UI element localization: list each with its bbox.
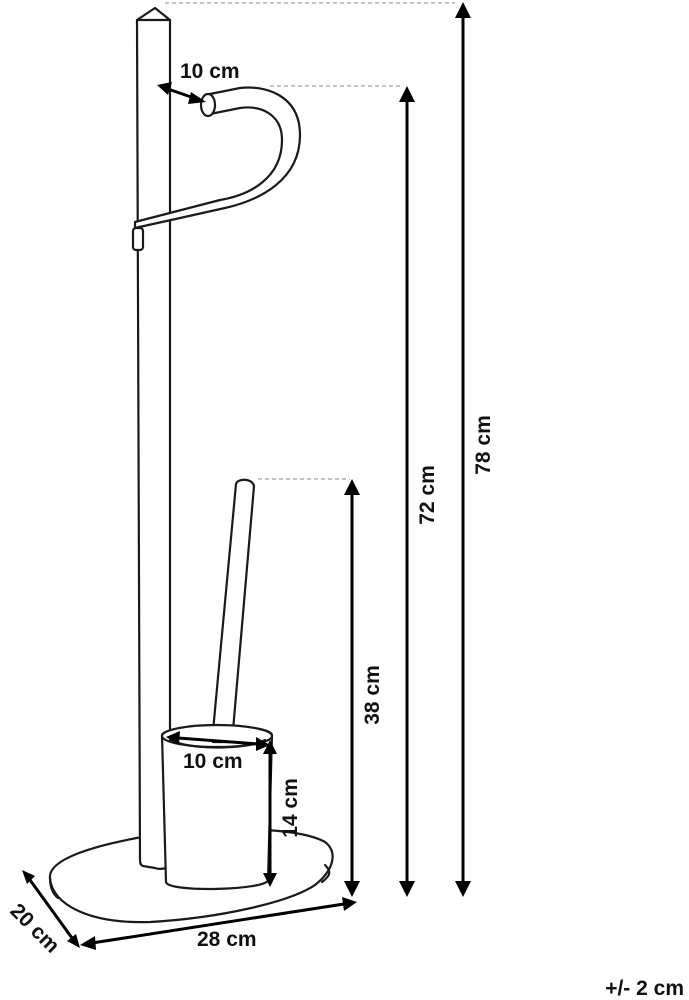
dimension-arrow-cup-10cm	[166, 731, 270, 751]
dimension-arrow-38cm	[344, 479, 360, 897]
label-tolerance: +/- 2 cm	[605, 977, 684, 1000]
brush-handle	[210, 478, 256, 744]
base-plate-edge	[48, 876, 60, 900]
base-plate-edge-right	[320, 863, 331, 884]
arm-end-cap	[199, 92, 217, 118]
label-cup-height: 14 cm	[279, 778, 302, 838]
dimension-arrow-72cm	[399, 86, 415, 897]
label-holder-height: 72 cm	[416, 465, 439, 525]
dimension-arrow-20cm	[22, 870, 80, 948]
label-base-depth: 20 cm	[5, 899, 63, 957]
leader-lines	[165, 2, 455, 480]
dimension-arrow-arm-10cm	[157, 82, 206, 104]
dimension-arrow-78cm	[455, 2, 471, 897]
dimension-arrow-14cm	[263, 740, 277, 887]
label-arm-depth: 10 cm	[180, 60, 240, 83]
label-base-width: 28 cm	[197, 928, 257, 951]
dimension-arrow-28cm	[80, 897, 357, 950]
toilet-roll-stand-drawing	[48, 6, 334, 924]
dimension-arrows	[22, 2, 471, 950]
label-cup-diameter: 10 cm	[183, 750, 243, 773]
arm-joint-collar	[131, 226, 145, 252]
roll-holder-arm	[133, 86, 302, 230]
label-brush-height: 38 cm	[361, 665, 384, 725]
label-total-height: 78 cm	[472, 415, 495, 475]
